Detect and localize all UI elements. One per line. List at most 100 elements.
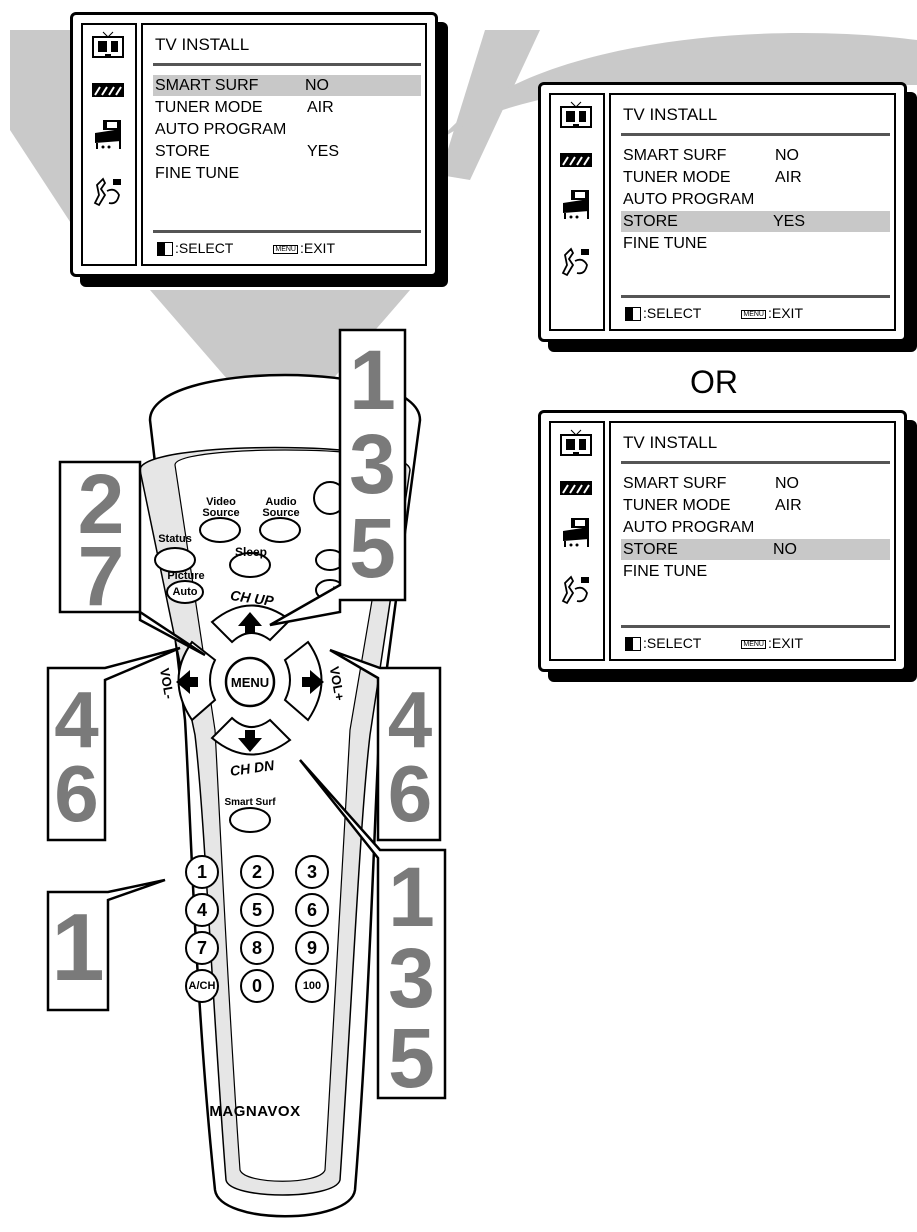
keypad-key[interactable]: 8 <box>240 931 274 965</box>
piano-icon <box>559 515 593 547</box>
osd-row[interactable]: FINE TUNE <box>623 233 890 254</box>
piano-icon <box>559 187 593 219</box>
keypad-key[interactable]: 9 <box>295 931 329 965</box>
osd-icon-column <box>549 421 605 661</box>
keypad-key[interactable]: A/CH <box>185 969 219 1003</box>
osd-row-label: FINE TUNE <box>623 563 708 580</box>
video-source-button <box>199 517 241 543</box>
osd-menu-top: TV INSTALL SMART SURF NO TUNER MODE AIR AUTO … <box>70 12 448 287</box>
osd-title: TV INSTALL <box>623 433 718 452</box>
footer-select-text: :SELECT <box>643 305 702 321</box>
auto-label[interactable]: Auto <box>172 586 198 598</box>
film-strip-icon <box>91 81 125 109</box>
step-tag-4a: 4 <box>54 675 99 764</box>
osd-row-label: SMART SURF <box>155 77 259 94</box>
osd-row-value: YES <box>773 213 806 230</box>
osd-row-label: FINE TUNE <box>155 165 240 182</box>
osd-row-value: AIR <box>775 497 802 514</box>
keypad-key[interactable]: 0 <box>240 969 274 1003</box>
osd-row-value: NO <box>773 541 797 558</box>
arrow-down-icon <box>238 730 262 752</box>
osd-row-label: SMART SURF <box>623 147 727 164</box>
osd-title-rule <box>153 63 421 66</box>
osd-row[interactable]: FINE TUNE <box>155 163 421 184</box>
cone-down <box>150 290 410 440</box>
osd-row[interactable]: TUNER MODE AIR <box>623 495 890 516</box>
sleep-button <box>229 552 271 578</box>
person-icon <box>559 245 593 277</box>
osd-row-value: AIR <box>775 169 802 186</box>
keypad-key[interactable]: 4 <box>185 893 219 927</box>
step-tag-3a: 3 <box>349 417 396 511</box>
arrow-right-icon <box>302 670 324 694</box>
select-icon <box>157 242 173 257</box>
picture-label: Picture <box>167 570 205 582</box>
osd-title: TV INSTALL <box>155 35 250 54</box>
status-button <box>154 547 196 573</box>
osd-row[interactable]: TUNER MODE AIR <box>155 97 421 118</box>
osd-title: TV INSTALL <box>623 105 718 124</box>
keypad-key[interactable]: 5 <box>240 893 274 927</box>
osd-row-label: TUNER MODE <box>155 99 263 116</box>
step-tag-6a: 6 <box>54 749 99 838</box>
keypad-key[interactable]: 3 <box>295 855 329 889</box>
osd-row-label: AUTO PROGRAM <box>155 121 287 138</box>
osd-row-label: AUTO PROGRAM <box>623 191 755 208</box>
osd-row[interactable]: SMART SURF NO <box>153 75 421 96</box>
menu-key-icon: MENU <box>273 244 298 254</box>
footer-select-text: :SELECT <box>175 240 234 256</box>
osd-title-rule <box>621 461 890 464</box>
tv-icon <box>559 101 593 129</box>
tv-icon <box>91 31 125 59</box>
footer-select-text: :SELECT <box>643 635 702 651</box>
osd-row-label: STORE <box>155 143 210 160</box>
osd-row[interactable]: AUTO PROGRAM <box>155 119 421 140</box>
keypad-key[interactable]: 7 <box>185 931 219 965</box>
film-strip-icon <box>559 479 593 507</box>
step-tag-2: 2 <box>77 457 125 551</box>
keypad-key[interactable]: 1 <box>185 855 219 889</box>
tv-icon <box>559 429 593 457</box>
keypad-key[interactable]: 100 <box>295 969 329 1003</box>
person-icon <box>559 573 593 605</box>
step-tag-4b: 4 <box>387 675 433 764</box>
menu-button-ring <box>224 656 276 708</box>
osd-row-label: STORE <box>623 541 678 558</box>
step-tag-6b: 6 <box>387 749 433 838</box>
tag-right-mid-frame <box>329 648 442 842</box>
osd-row[interactable]: AUTO PROGRAM <box>623 189 890 210</box>
or-label: OR <box>690 364 738 400</box>
keypad-key[interactable]: 2 <box>240 855 274 889</box>
tag-right-bottom-frame <box>299 759 447 1100</box>
osd-row[interactable]: AUTO PROGRAM <box>623 517 890 538</box>
osd-row-label: TUNER MODE <box>623 497 731 514</box>
tag-left-bottom-frame <box>46 878 166 1012</box>
step-tag-5a: 5 <box>349 501 396 595</box>
osd-row-value: NO <box>305 77 329 94</box>
osd-frame: TV INSTALL SMART SURF NO TUNER MODE AIR AUTO … <box>70 12 438 277</box>
video-source-label: Video Source <box>202 496 240 519</box>
tag-left-mid-frame <box>46 646 181 842</box>
osd-row[interactable]: STORE NO <box>621 539 890 560</box>
osd-panel: TV INSTALL SMART SURF NO TUNER MODE AIR AUTO … <box>141 23 427 266</box>
osd-icon-column <box>549 93 605 331</box>
menu-button[interactable]: MENU <box>230 675 270 690</box>
cone-right <box>440 33 917 140</box>
osd-row-value: AIR <box>307 99 334 116</box>
osd-row[interactable]: FINE TUNE <box>623 561 890 582</box>
keypad-key[interactable]: 6 <box>295 893 329 927</box>
footer-exit-text: :EXIT <box>767 305 803 321</box>
